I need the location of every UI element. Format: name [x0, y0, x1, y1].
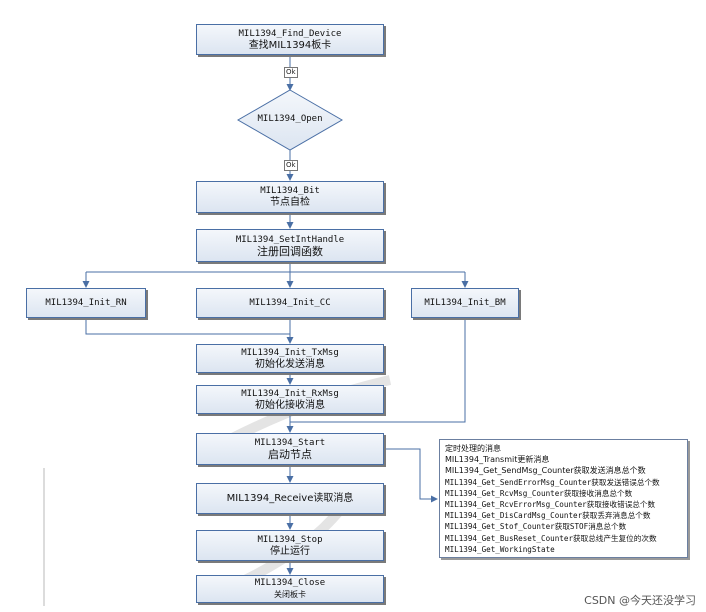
init-rxmsg-func: MIL1394_Init_RxMsg: [241, 388, 339, 399]
start-func: MIL1394_Start: [254, 438, 326, 448]
set-int-handle-func: MIL1394_SetIntHandle: [235, 234, 345, 245]
note-line: MIL1394_Get_DisCardMsg_Counter获取丢弃消息总个数: [445, 511, 651, 521]
start-desc: 启动节点: [268, 448, 312, 461]
receive-func: MIL1394_Receive读取消息: [226, 492, 354, 504]
init-txmsg-func: MIL1394_Init_TxMsg: [241, 347, 339, 358]
find-device-desc: 查找MIL1394板卡: [248, 39, 332, 51]
open-decision-label: MIL1394_Open: [257, 114, 323, 124]
stop-desc: 停止运行: [270, 545, 310, 557]
note-line: MIL1394_Get_SendMsg_Counter获取发送消息总个数: [445, 466, 646, 476]
note-line: MIL1394_Transmit更新消息: [445, 455, 550, 465]
note-line: MIL1394_Get_RcvErrorMsg_Counter获取接收错误总个数: [445, 500, 656, 510]
start-box: MIL1394_Start 启动节点: [196, 433, 384, 465]
init-cc-box: MIL1394_Init_CC: [196, 288, 384, 318]
init-txmsg-desc: 初始化发送消息: [255, 358, 325, 370]
bit-func: MIL1394_Bit: [260, 186, 320, 196]
open-decision-diamond: [236, 89, 344, 151]
note-title: 定时处理的消息: [445, 444, 501, 453]
init-bm-box: MIL1394_Init_BM: [411, 288, 519, 318]
init-rxmsg-box: MIL1394_Init_RxMsg 初始化接收消息: [196, 385, 384, 414]
receive-box: MIL1394_Receive读取消息: [196, 483, 384, 514]
set-int-handle-box: MIL1394_SetIntHandle 注册回调函数: [196, 229, 384, 262]
close-func: MIL1394_Close: [254, 578, 326, 588]
merge-bm: [290, 318, 466, 423]
csdn-watermark: CSDN @今天还没学习: [584, 594, 696, 607]
stop-func: MIL1394_Stop: [257, 534, 323, 545]
stop-box: MIL1394_Stop 停止运行: [196, 530, 384, 561]
note-line: MIL1394_Get_SendErrorMsg_Counter获取发送错误总个…: [445, 477, 660, 487]
arrow-start-to-note: [384, 448, 438, 503]
bit-box: MIL1394_Bit 节点自检: [196, 181, 384, 213]
note-line: MIL1394_Get_BusReset_Counter获取总线产生复位的次数: [445, 533, 657, 543]
find-device-box: MIL1394_Find_Device 查找MIL1394板卡: [196, 24, 384, 55]
ok-label-1: Ok: [284, 67, 298, 78]
set-int-handle-desc: 注册回调函数: [257, 244, 323, 258]
note-line: MIL1394_Get_RcvMsg_Counter获取接收消息总个数: [445, 488, 633, 498]
init-cc-func: MIL1394_Init_CC: [249, 298, 331, 308]
timer-messages-note: 定时处理的消息 MIL1394_Transmit更新消息 MIL1394_Get…: [439, 439, 688, 558]
close-box: MIL1394_Close 关闭板卡: [196, 575, 384, 603]
note-line: MIL1394_Get_WorkingState: [445, 544, 555, 554]
merge-rn: [85, 318, 290, 335]
init-rxmsg-desc: 初始化接收消息: [255, 399, 325, 411]
init-bm-func: MIL1394_Init_BM: [424, 298, 506, 308]
init-rn-box: MIL1394_Init_RN: [26, 288, 146, 318]
init-txmsg-box: MIL1394_Init_TxMsg 初始化发送消息: [196, 344, 384, 373]
ok-label-2: Ok: [284, 160, 298, 171]
note-line: MIL1394_Get_Stof_Counter获取STOF消息总个数: [445, 522, 627, 532]
find-device-func: MIL1394_Find_Device: [238, 28, 342, 39]
close-desc: 关闭板卡: [274, 590, 306, 599]
bit-desc: 节点自检: [270, 197, 310, 208]
init-rn-func: MIL1394_Init_RN: [45, 298, 127, 308]
